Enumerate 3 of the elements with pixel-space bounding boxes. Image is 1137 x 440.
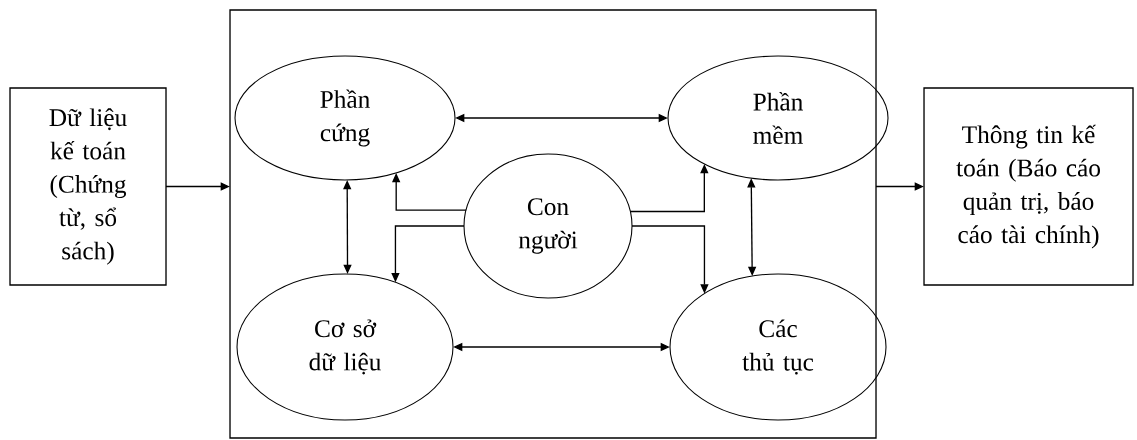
text-box: Dữ liệu kế toán (Chứng từ, sổ sách) bbox=[9, 87, 167, 286]
system-box bbox=[229, 9, 877, 439]
text-box: Thông tin kế toán (Báo cáo quản trị, báo cáo tài chính) bbox=[923, 87, 1134, 286]
